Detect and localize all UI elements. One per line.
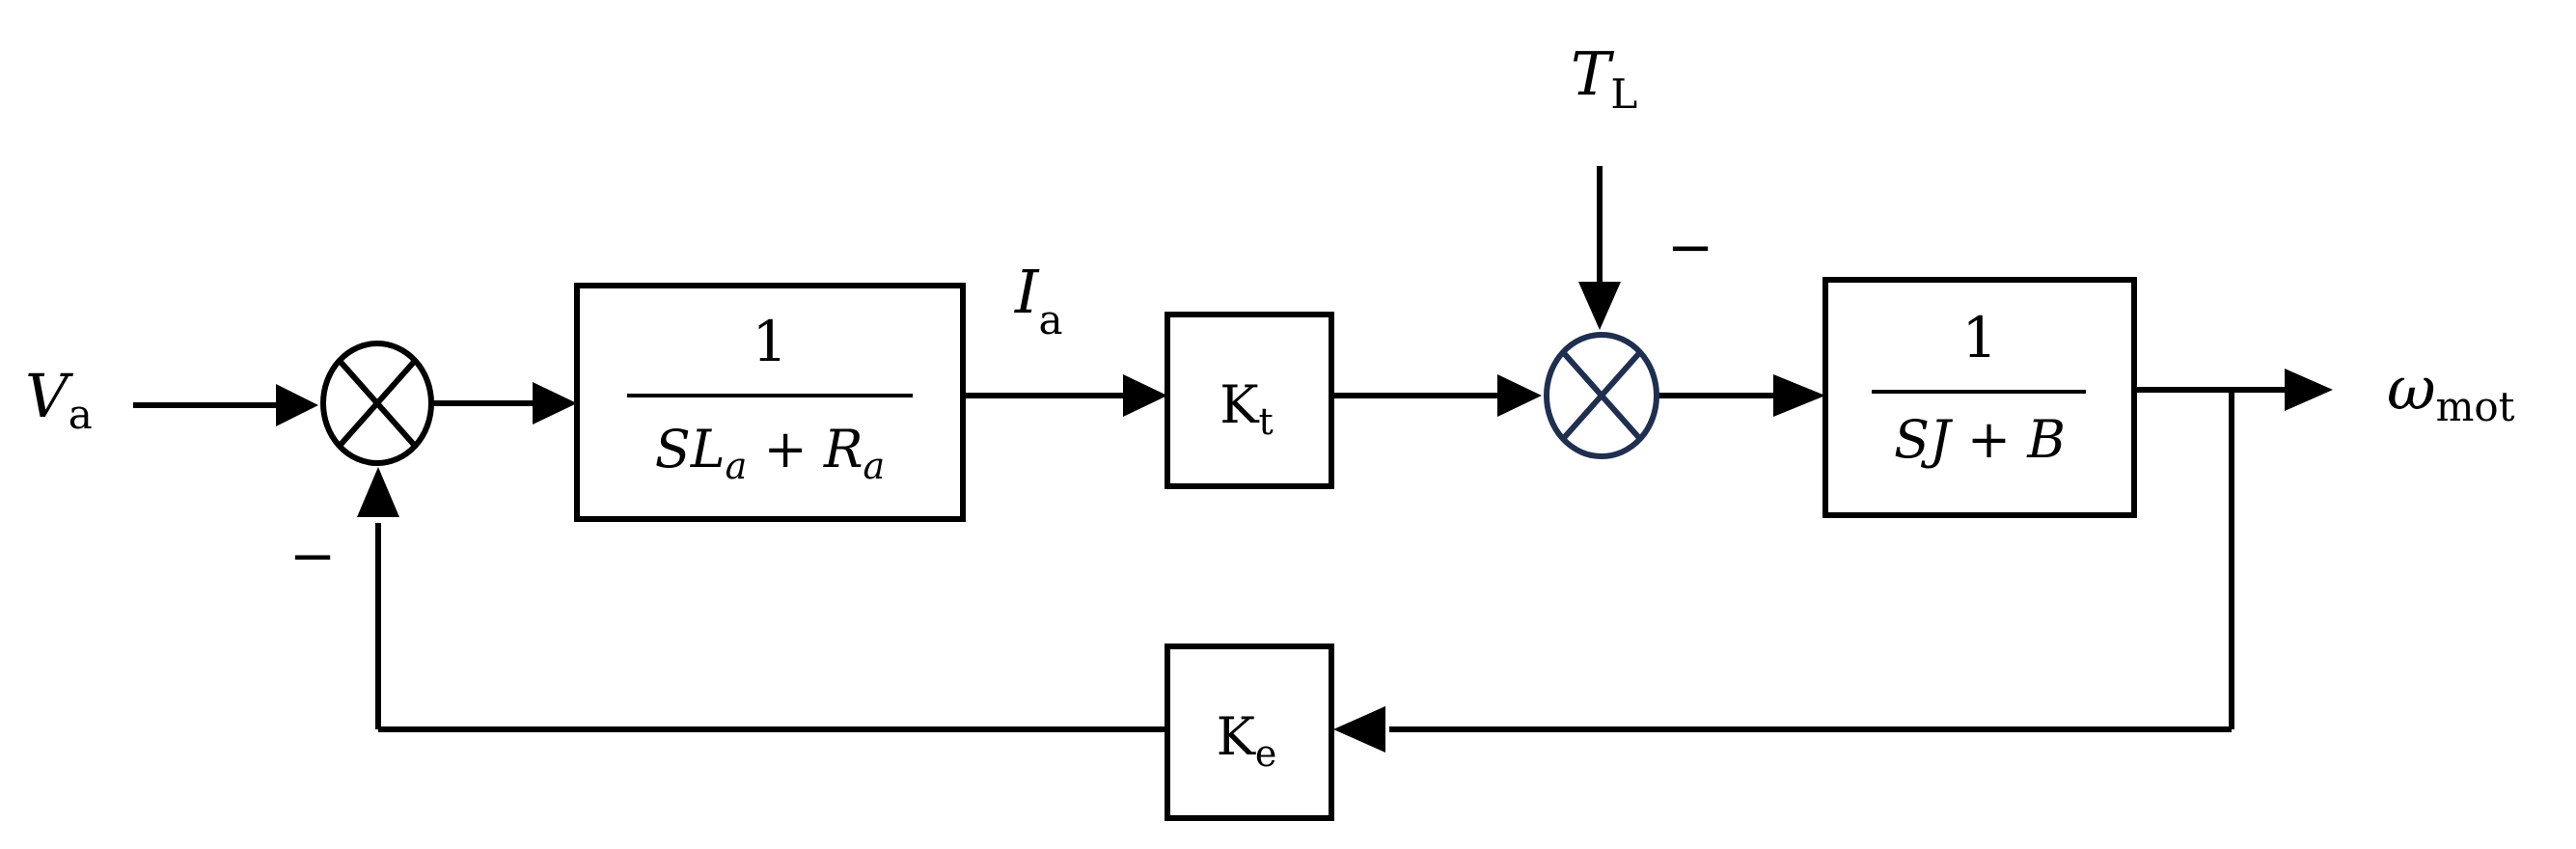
mechanical-denominator: SJ + B: [1894, 409, 2066, 470]
mechanical-block: [1822, 277, 2137, 518]
arrowhead-kt-in: [1123, 374, 1167, 417]
signal-lines: [133, 166, 2288, 732]
arrowhead-load-torque: [1578, 282, 1621, 330]
electrical-numerator: 1: [753, 309, 788, 374]
arrowhead-output: [2285, 369, 2333, 411]
summing-junction-1: [320, 341, 434, 466]
load-minus-sign: −: [1667, 214, 1714, 280]
arrowhead-sum2-in: [1497, 374, 1542, 417]
electrical-denominator: SLa + Ra: [655, 419, 885, 487]
output-label: ωmot: [2387, 353, 2515, 430]
arrowhead-feedback-in: [357, 467, 399, 517]
ke-label: Ke: [1217, 706, 1277, 775]
electrical-block: [574, 283, 966, 522]
current-label: Ia: [1014, 257, 1063, 343]
ke-block: [1165, 644, 1334, 821]
feedback-minus-sign: −: [289, 523, 337, 589]
summing-junction-2: [1544, 332, 1659, 459]
arrowhead-mechanical-in: [1773, 374, 1825, 417]
kt-block: [1165, 312, 1334, 489]
arrowhead-input: [276, 384, 318, 426]
kt-label: Kt: [1219, 374, 1274, 443]
arrowheads: [276, 282, 2333, 753]
arrowhead-electrical-in: [533, 382, 577, 424]
arrowhead-ke-in: [1333, 706, 1385, 753]
load-torque-label: TL: [1571, 39, 1637, 118]
mechanical-numerator: 1: [1962, 305, 1998, 370]
input-label: Va: [25, 361, 93, 438]
